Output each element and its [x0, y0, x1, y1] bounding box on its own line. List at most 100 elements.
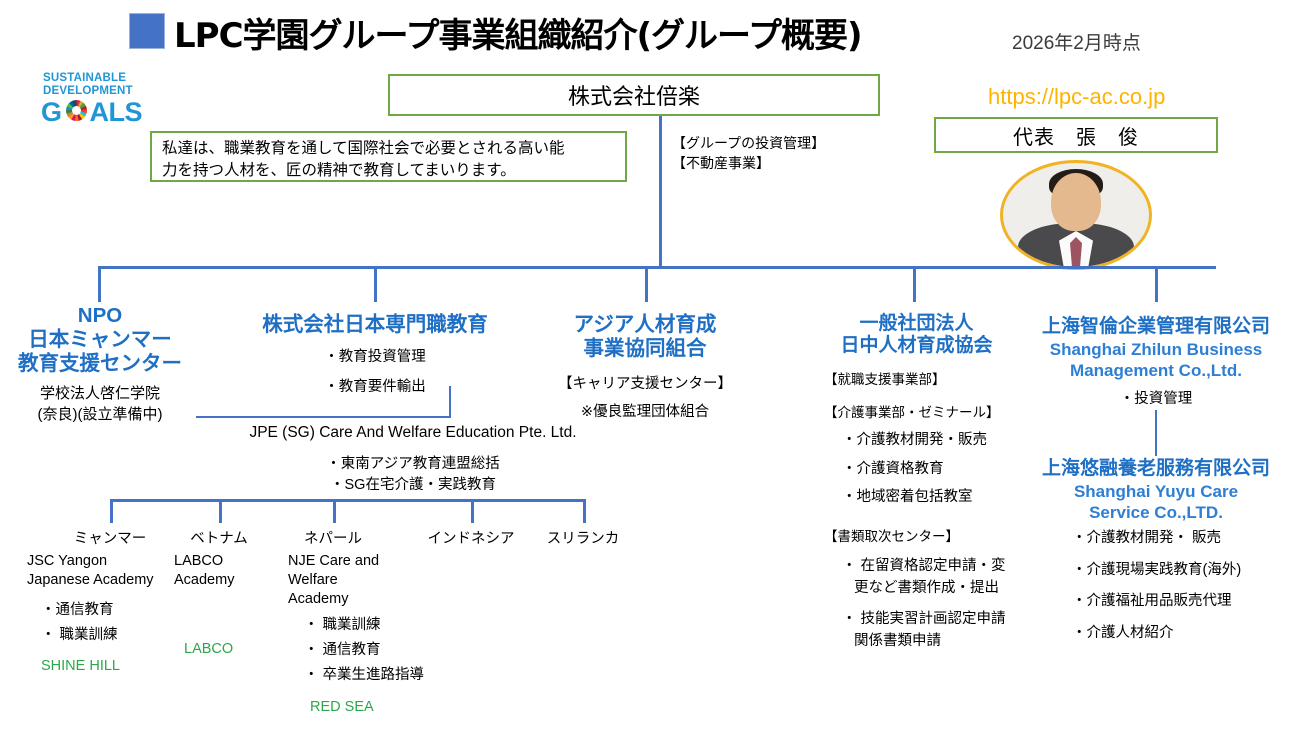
jpe-sg-entity: JPE (SG) Care And Welfare Education Pte.…	[168, 422, 658, 497]
leaf-nepal-name-3: Academy	[288, 590, 349, 607]
list-item: ・介護教材開発・ 販売	[1072, 530, 1222, 547]
jpe-sg-connector-horizontal	[196, 416, 451, 418]
website-url[interactable]: https://lpc-ac.co.jp	[988, 84, 1166, 109]
leaf-nepal-brand: RED SEA	[310, 698, 374, 715]
representative-box: 代表 張 俊	[934, 117, 1218, 153]
mission-line-2: 力を持つ人材を、匠の精神で教育してまいります。	[162, 162, 516, 180]
column-jc: 一般社団法人 日中人材育成協会 【就職支援事業部】 【介護事業部・ゼミナール】 …	[824, 313, 1009, 653]
list-item: ・介護資格教育	[842, 460, 944, 477]
zhilun-name-en-2: Management Co.,Ltd.	[1070, 360, 1242, 380]
leaf-myanmar: JSC Yangon Japanese Academy ・通信教育 ・ 職業訓練…	[27, 552, 177, 674]
column-npo: NPO 日本ミャンマー 教育支援センター 学校法人啓仁学院 (奈良)(設立準備中…	[10, 304, 190, 425]
list-item: 更など書類作成・提出	[854, 580, 999, 597]
leaf-myanmar-brand: SHINE HILL	[41, 658, 120, 675]
zhilun-item-1: ・投資管理	[1119, 391, 1193, 408]
list-item: ・ 卒業生進路指導	[304, 667, 425, 684]
country-label-srilanka: スリランカ	[546, 531, 620, 547]
country-drop-indonesia	[471, 499, 474, 523]
jc-section-3: 【書類取次センター】	[824, 528, 959, 544]
list-item: ・ 職業訓練	[41, 627, 118, 644]
list-item: ・ 職業訓練	[304, 616, 381, 633]
jpe-head: 株式会社日本専門職教育	[262, 313, 488, 336]
country-horizontal-bus	[110, 499, 585, 502]
sdg-line3: G ALS	[41, 97, 143, 128]
jc-section-3-items: ・ 在留資格認定申請・変 更など書類作成・提出 ・ 技能実習計画認定申請 関係書…	[842, 555, 1009, 653]
mission-line-1: 私達は、職業教育を通して国際社会で必要とされる高い能	[162, 140, 565, 157]
sdg-als: ALS	[89, 97, 143, 127]
list-item: ・ 在留資格認定申請・変	[842, 557, 1006, 574]
list-item: 関係書類申請	[854, 633, 941, 650]
zhilun-name-en-1: Shanghai Zhilun Business	[1049, 340, 1263, 360]
npo-head-line2: 日本ミャンマー	[28, 328, 172, 352]
list-item: ・地域密着包括教室	[842, 489, 973, 506]
representative-portrait	[1000, 160, 1152, 270]
country-label-indonesia: インドネシア	[427, 531, 515, 547]
country-label-nepal: ネパール	[304, 531, 362, 547]
sdg-line1: SUSTAINABLE	[43, 72, 127, 84]
asia-head-line1: アジア人材育成	[573, 313, 717, 336]
drop-line-asia	[645, 266, 648, 302]
list-item: ・ 通信教育	[304, 641, 381, 658]
jc-section-1: 【就職支援事業部】	[824, 371, 946, 387]
list-item: ・介護人材紹介	[1072, 624, 1174, 641]
leaf-nepal-name-1: NJE Care and	[288, 553, 380, 569]
list-item: ・介護現場実践教育(海外)	[1072, 561, 1242, 578]
top-company-box: 株式会社倍楽	[388, 74, 880, 116]
yuyu-name-en-1: Shanghai Yuyu Care	[1073, 482, 1239, 502]
npo-head-line1: NPO	[77, 304, 123, 327]
jc-section-2-items: ・介護教材開発・販売 ・介護資格教育 ・地域密着包括教室	[842, 429, 1009, 508]
column-shanghai-yuyu: 上海悠融養老服務有限公司 Shanghai Yuyu Care Service …	[1020, 458, 1292, 644]
jc-head-line1: 一般社団法人	[859, 313, 974, 334]
npo-head-line3: 教育支援センター	[18, 352, 182, 376]
jc-section-2: 【介護事業部・ゼミナール】	[824, 405, 1000, 421]
column-jpe: 株式会社日本専門職教育 ・教育投資管理 ・教育要件輸出	[240, 313, 510, 399]
drop-line-npo	[98, 266, 101, 302]
jc-head-line2: 日中人材育成協会	[840, 335, 993, 357]
country-drop-nepal	[333, 499, 336, 523]
list-item: ・介護福祉用品販売代理	[1072, 593, 1232, 610]
leaf-vietnam: LABCO Academy LABCO	[174, 552, 284, 657]
note-realestate: 【不動産事業】	[672, 155, 770, 172]
asia-head-line2: 事業協同組合	[583, 337, 707, 361]
country-label-myanmar: ミャンマー	[73, 531, 147, 547]
yuyu-name-en-2: Service Co.,LTD.	[1089, 502, 1223, 522]
leaf-vietnam-brand: LABCO	[184, 640, 234, 657]
portrait-head	[1051, 173, 1101, 231]
leaf-vietnam-name-2: Academy	[174, 571, 235, 588]
jpe-sg-item-2: ・SG在宅介護・実践教育	[330, 477, 496, 494]
note-investment: 【グループの投資管理】	[672, 135, 826, 151]
leaf-nepal-name-2: Welfare	[288, 571, 338, 588]
asia-item-2: ※優良監理団体組合	[580, 404, 710, 421]
column-asia: アジア人材育成 事業協同組合 【キャリア支援センター】 ※優良監理団体組合	[530, 313, 760, 424]
leaf-myanmar-name-2: Japanese Academy	[27, 571, 154, 588]
npo-sub-line1: 学校法人啓仁学院	[39, 384, 160, 402]
drop-line-jpe	[374, 266, 377, 302]
yuyu-items: ・介護教材開発・ 販売 ・介護現場実践教育(海外) ・介護福祉用品販売代理 ・介…	[1072, 527, 1292, 644]
leaf-nepal: NJE Care and Welfare Academy ・ 職業訓練 ・ 通信…	[288, 552, 448, 715]
country-drop-myanmar	[110, 499, 113, 523]
npo-sub-line2: (奈良)(設立準備中)	[37, 405, 163, 423]
jpe-sg-name: JPE (SG) Care And Welfare Education Pte.…	[249, 424, 577, 441]
leaf-myanmar-bullets: ・通信教育 ・ 職業訓練	[41, 598, 177, 649]
leaf-vietnam-name-1: LABCO	[174, 553, 224, 569]
list-item: ・通信教育	[41, 601, 114, 618]
representative-name: 代表 張 俊	[1013, 126, 1139, 149]
list-item: ・介護教材開発・販売	[842, 432, 987, 449]
group-business-notes: 【グループの投資管理】 【不動産事業】	[672, 133, 825, 174]
title-bullet-square	[129, 13, 165, 49]
title-date: 2026年2月時点	[1012, 33, 1141, 54]
sdg-logo: SUSTAINABLE DEVELOPMENT G ALS	[41, 72, 149, 127]
leaf-nepal-bullets: ・ 職業訓練 ・ 通信教育 ・ 卒業生進路指導	[304, 613, 448, 689]
jpe-item-1: ・教育投資管理	[324, 349, 426, 366]
shanghai-connector-line	[1155, 410, 1157, 456]
drop-line-jc	[913, 266, 916, 302]
yuyu-name-cn: 上海悠融養老服務有限公司	[1041, 458, 1270, 479]
main-horizontal-bus	[98, 266, 1216, 269]
sdg-wheel-icon	[66, 100, 87, 121]
jpe-sg-connector-vertical	[449, 386, 451, 418]
page-title: LPC学園グループ事業組織紹介(グループ概要)	[174, 16, 863, 56]
sdg-g: G	[41, 97, 62, 127]
jpe-sg-item-1: ・東南アジア教育連盟総括	[326, 455, 500, 472]
jpe-item-2: ・教育要件輸出	[324, 378, 426, 395]
